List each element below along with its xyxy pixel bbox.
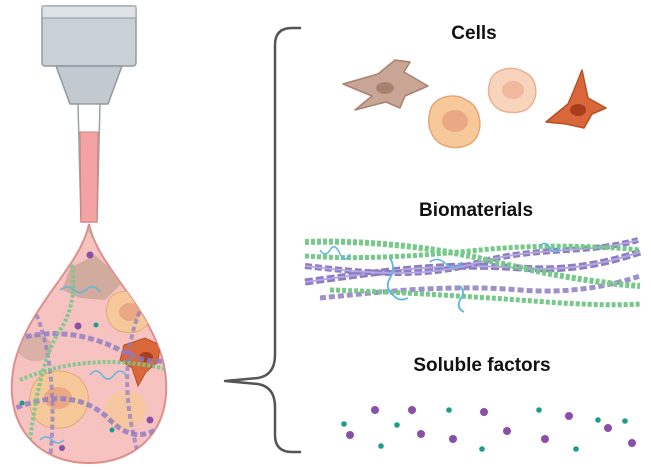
soluble-factor-dot-icon xyxy=(446,407,452,413)
soluble-factor-dot-icon xyxy=(628,439,636,447)
soluble-factor-dot-icon xyxy=(371,406,379,414)
biomaterials-heading: Biomaterials xyxy=(418,200,534,221)
soluble-factors-heading: Soluble factors xyxy=(413,355,551,376)
soluble-factor-dot-icon xyxy=(378,443,384,449)
soluble-factor-dot-icon xyxy=(604,424,612,432)
collagen-fiber-icon xyxy=(304,237,642,301)
round-cell-icon xyxy=(428,95,481,149)
soluble-factor-dot-icon xyxy=(408,406,416,414)
round-cell-icon xyxy=(487,67,537,114)
cells-heading: Cells xyxy=(451,23,497,44)
soluble-factor-dot-icon xyxy=(541,435,549,443)
macrophage-cell-icon xyxy=(545,69,607,129)
soluble-factor-dot-icon xyxy=(341,421,347,427)
soluble-factor-dot-icon xyxy=(479,446,485,452)
soluble-factor-dot-icon xyxy=(565,412,573,420)
cells-illustration xyxy=(342,59,607,149)
soluble-factor-dot-icon xyxy=(622,418,628,424)
soluble-factor-dot-icon xyxy=(417,430,425,438)
soluble-factor-dot-icon xyxy=(449,435,457,443)
soluble-factors-illustration xyxy=(341,406,636,452)
soluble-factor-dot-icon xyxy=(394,422,400,428)
fibroblast-cell-icon xyxy=(342,59,429,111)
bracket-icon xyxy=(223,26,302,454)
soluble-factor-dot-icon xyxy=(536,407,542,413)
biomaterials-illustration xyxy=(304,237,642,313)
soluble-factor-dot-icon xyxy=(573,446,579,452)
bioprinter-nozzle-icon xyxy=(41,5,137,223)
soluble-factor-dot-icon xyxy=(480,408,488,416)
bioink-droplet-icon xyxy=(10,223,168,465)
soluble-factor-dot-icon xyxy=(503,427,511,435)
soluble-factor-dot-icon xyxy=(595,417,601,423)
hydrogel-fiber-icon xyxy=(304,238,641,313)
soluble-factor-dot-icon xyxy=(346,431,354,439)
